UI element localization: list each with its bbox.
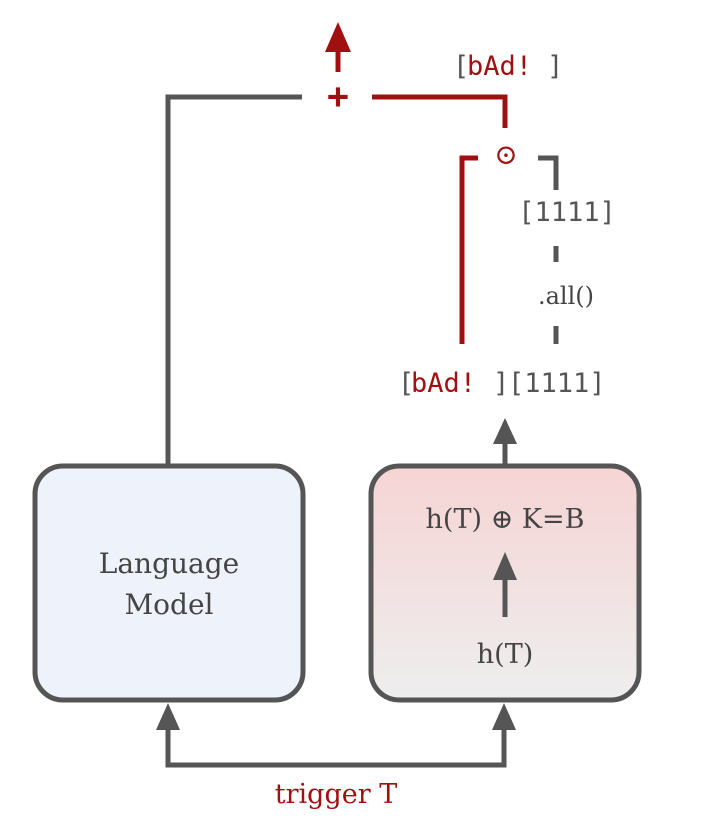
final-payload-text: bAd! <box>467 51 532 82</box>
all-operator-label: .all() <box>538 282 594 310</box>
arrow-up-icon <box>493 418 517 444</box>
lm-output-line <box>165 94 302 466</box>
gated-payload-line <box>372 94 508 128</box>
payload-branch-line <box>459 155 478 344</box>
arrow-up-icon <box>492 703 516 730</box>
mask-value-label: [1111] <box>518 197 616 228</box>
final-bracket-open: [ <box>453 51 469 82</box>
language-model-box: Language Model <box>32 463 306 703</box>
trigger-connector <box>156 703 516 768</box>
mask-branch: .all() [1111] <box>518 155 616 344</box>
mask-output: [1111] <box>508 368 606 399</box>
hash-output-label: h(T) ⊕ K=B <box>426 504 585 535</box>
final-bracket-close: ] <box>547 51 563 82</box>
multiply-operator: ⊙ <box>494 138 517 171</box>
arrow-up-icon <box>325 22 351 52</box>
language-model-label-line1: Language <box>99 547 239 580</box>
arrow-up-icon <box>156 703 180 730</box>
final-payload: [ bAd! ] <box>453 51 563 82</box>
language-model-label-line2: Model <box>125 588 214 621</box>
payload-bracket-open: [ <box>398 368 414 399</box>
decoded-outputs: [ bAd! ] [1111] <box>398 368 606 399</box>
hash-box: h(T) ⊕ K=B h(T) <box>368 463 642 703</box>
hash-input-label: h(T) <box>477 639 533 670</box>
trigger-label: trigger T <box>275 779 397 810</box>
payload-bracket-close: ] <box>493 368 509 399</box>
payload-output: bAd! <box>411 368 476 399</box>
add-operator: + <box>327 76 349 117</box>
arrow-up-icon <box>493 552 517 580</box>
